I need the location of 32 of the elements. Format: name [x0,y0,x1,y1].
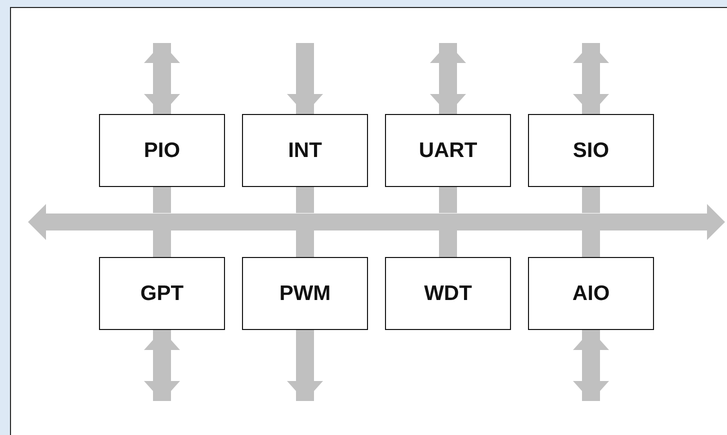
arrow [144,43,180,114]
module-label: AIO [572,282,610,306]
connector [439,230,457,257]
module-label: PWM [279,282,331,306]
module-box [528,257,654,330]
connector [296,230,314,257]
connector [582,230,600,257]
arrow [573,330,609,401]
arrow [430,43,466,114]
arrow [287,43,323,114]
connector [296,187,314,213]
module-box [385,257,511,330]
arrow [573,43,609,114]
module-box [242,257,368,330]
connector [153,230,171,257]
module-label: GPT [140,282,184,306]
module-label: UART [418,138,478,162]
module-box [385,114,511,187]
arrow [287,330,323,401]
module-label: INT [288,138,322,162]
connector [439,187,457,213]
module-box [99,257,225,330]
connector [582,187,600,213]
module-label: WDT [424,282,472,306]
module-label: SIO [572,138,610,162]
module-box [528,114,654,187]
module-label: PIO [144,138,180,162]
connector [153,187,171,213]
module-box [99,114,225,187]
module-box [242,114,368,187]
arrow [144,330,180,401]
bus-bar [28,204,725,240]
